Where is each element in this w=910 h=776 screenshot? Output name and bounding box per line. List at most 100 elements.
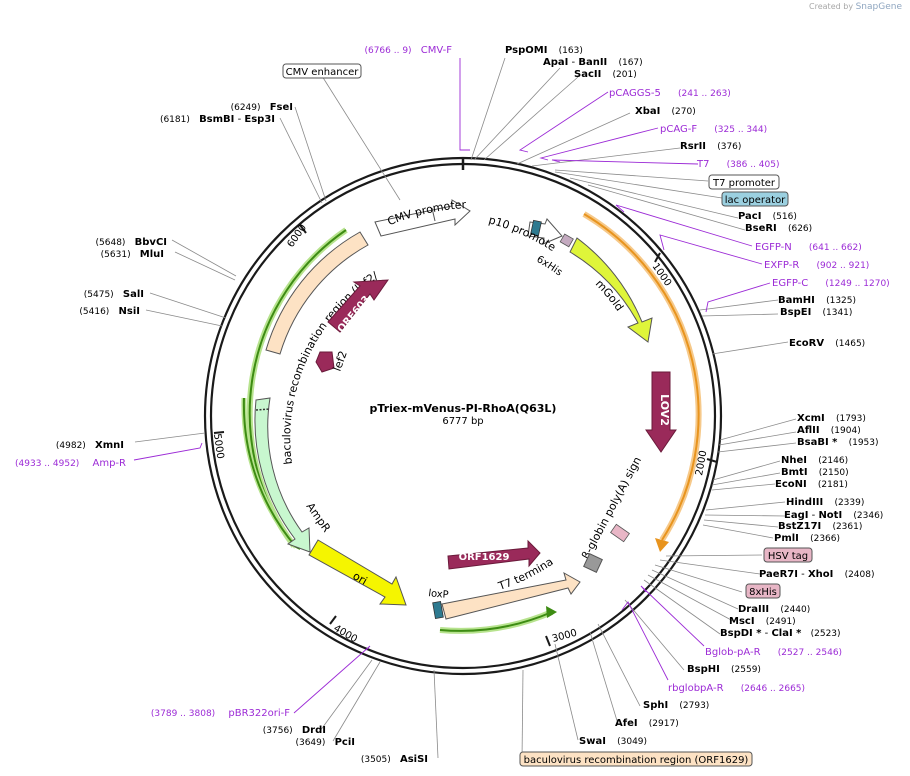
plasmid-name: pTriex-mVenus-PI-RhoA(Q63L) <box>370 402 557 415</box>
site-label: PspOMI (163) <box>505 45 583 56</box>
site-label: (5648) BbvCI <box>96 237 167 248</box>
primer-leaders <box>133 58 771 714</box>
site-label: AfeI (2917) <box>615 718 679 729</box>
orange-arrowhead <box>655 538 669 552</box>
boxed-labels: CMV enhancer T7 promoter lac operator HS… <box>282 63 813 767</box>
site-label: PmlI (2366) <box>774 533 840 544</box>
site-label: SphI (2793) <box>643 700 709 711</box>
hsv-tag-box <box>763 547 813 563</box>
primer-label: EGFP-C (1249 .. 1270) <box>772 278 890 289</box>
site-label: (3649) PciI <box>295 737 355 748</box>
his6-label: 6xHis <box>535 254 565 278</box>
tick-label: 4000 <box>332 623 360 645</box>
site-label: XcmI (1793) <box>797 413 866 424</box>
ori-arrow <box>308 539 407 606</box>
ampr-arrow <box>254 397 311 553</box>
8xhis-label: 8xHis <box>749 587 777 598</box>
cmv-enhancer-box <box>282 63 362 79</box>
site-label: SwaI (3049) <box>579 736 647 747</box>
hsv-tag-label: HSV tag <box>768 551 808 562</box>
site-label: BamHI (1325) <box>778 295 856 306</box>
site-label: (6249) FseI <box>231 102 293 113</box>
green-feature-arc-bottom-core <box>439 611 553 632</box>
tick-label: 5000 <box>211 433 225 460</box>
site-label: PaeR7I - XhoI (2408) <box>759 569 875 580</box>
lac-operator-label: lac operator <box>725 195 786 206</box>
site-label: BspDI * - ClaI * (2523) <box>720 628 841 639</box>
site-label: EagI - NotI (2346) <box>784 510 883 521</box>
credit-brand: SnapGene <box>855 2 902 12</box>
cmv-enhancer-label: CMV enhancer <box>286 67 360 78</box>
site-label: BspHI (2559) <box>687 664 761 675</box>
backbone <box>203 156 723 676</box>
primer-label: EXFP-R (902 .. 921) <box>764 260 869 271</box>
lef2-label: lef2 <box>331 349 350 373</box>
primer-label: (4933 .. 4952) Amp-R <box>15 458 126 469</box>
orange-feature-arc-core <box>583 213 700 541</box>
site-label: (5475) SalI <box>84 289 144 300</box>
credit-prefix: Created by <box>809 2 854 11</box>
site-label: DraIII (2440) <box>738 604 810 615</box>
his-tag-small <box>530 219 542 237</box>
t7-promoter-box <box>708 174 780 190</box>
8xhis-box <box>745 583 781 599</box>
cmv-promoter-arrow <box>374 199 471 237</box>
site-label: (5416) NsiI <box>79 306 140 317</box>
lef2-arrow <box>315 351 335 373</box>
green-arrowhead <box>546 606 557 618</box>
site-label: (5631) MluI <box>101 249 164 260</box>
orf1629-arrow <box>447 539 541 570</box>
tick-mark <box>545 635 551 647</box>
site-labels-left: (3505) AsiSI (3649) PciI (3756) DrdI (49… <box>56 102 428 765</box>
site-label: BseRI (626) <box>745 223 812 234</box>
site-label: (3505) AsiSI <box>361 754 428 765</box>
bac-left-region <box>265 231 369 355</box>
site-label: MscI (2491) <box>729 616 796 627</box>
tick-mark <box>706 458 718 463</box>
orf1629-label: ORF1629 <box>459 552 510 563</box>
tick-label: 2000 <box>694 450 709 477</box>
site-label: RsrII (376) <box>680 141 741 152</box>
leader-lines <box>134 57 797 761</box>
site-label: BmtI (2150) <box>781 467 849 478</box>
site-label: HindIII (2339) <box>786 497 864 508</box>
primer-label: (3789 .. 3808) pBR322ori-F <box>151 708 290 719</box>
primer-label: Bglob-pA-R (2527 .. 2546) <box>705 647 842 658</box>
plasmid-size: 6777 bp <box>442 416 483 427</box>
lac-operator-box <box>721 191 789 207</box>
p10-promoter-label: p10 promoter <box>0 0 558 254</box>
polyA-box <box>583 553 603 573</box>
primer-label: pCAGGS-5 (241 .. 263) <box>609 88 731 99</box>
site-label: SacII (201) <box>574 69 637 80</box>
site-label: EcoRV (1465) <box>789 338 865 349</box>
site-label: BstZ17I (2361) <box>778 521 862 532</box>
t7-promoter-label: T7 promoter <box>712 178 776 189</box>
site-label: BspEI (1341) <box>780 307 852 318</box>
primer-label: pCAG-F (325 .. 344) <box>660 124 767 135</box>
site-label: AflII (1904) <box>797 425 861 436</box>
primer-labels: (6766 .. 9) CMV-F pCAGGS-5 (241 .. 263) … <box>15 45 890 719</box>
site-label: NheI (2146) <box>781 455 848 466</box>
his6-box <box>559 233 574 248</box>
hsv-small-box <box>610 523 630 543</box>
bac-orf1629-box <box>519 751 753 767</box>
tick-mark <box>299 224 307 234</box>
site-label: EcoNI (2181) <box>775 479 848 490</box>
site-label: (3756) DrdI <box>263 725 326 736</box>
site-label: PacI (516) <box>738 211 797 222</box>
loxp-marker <box>432 600 444 620</box>
site-labels: PspOMI (163) ApaI - BanII (167) SacII (2… <box>505 45 883 747</box>
primer-label: EGFP-N (641 .. 662) <box>755 242 862 253</box>
lov2-arrow <box>645 371 677 453</box>
mgold-arrow <box>569 237 653 343</box>
site-label: ApaI - BanII (167) <box>543 57 643 68</box>
site-label: (4982) XmnI <box>56 440 124 451</box>
site-label: BsaBI * (1953) <box>797 437 879 448</box>
outer-feature-arcs <box>241 211 702 634</box>
bac-right-arrow <box>441 571 581 620</box>
site-label: (6181) BsmBI - Esp3I <box>160 114 275 125</box>
snapgene-credit: Created by SnapGene <box>809 2 902 12</box>
bac-orf1629-label: baculovirus recombination region (ORF162… <box>524 755 749 766</box>
lov2-label: LOV2 <box>658 394 671 426</box>
